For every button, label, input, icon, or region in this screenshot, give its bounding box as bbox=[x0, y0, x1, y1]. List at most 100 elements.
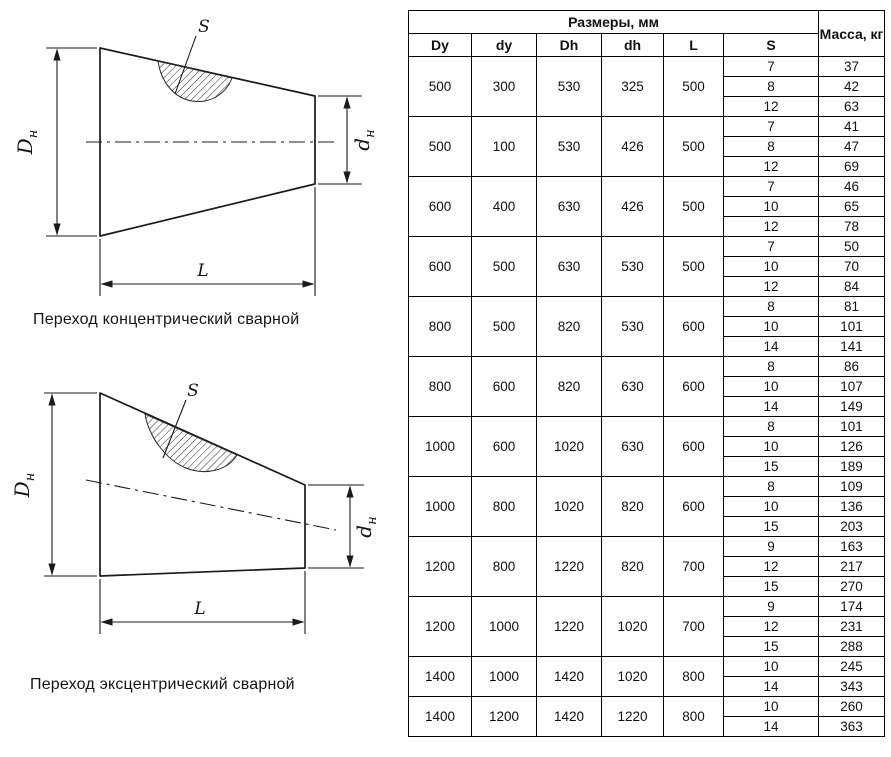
cell-Dh: 1420 bbox=[536, 696, 602, 737]
dimension-D-outer bbox=[46, 47, 97, 237]
cell-L: 500 bbox=[663, 56, 724, 117]
cell-Dy: 1200 bbox=[408, 596, 472, 657]
cell-dh: 1020 bbox=[601, 656, 664, 697]
cell-dy: 500 bbox=[471, 296, 537, 357]
cell-dy: 1000 bbox=[471, 596, 537, 657]
cell-mass: 81 bbox=[818, 296, 885, 317]
dim-label-d-outer: dн bbox=[350, 129, 378, 150]
cell-Dh: 630 bbox=[536, 176, 602, 237]
cell-S: 7 bbox=[723, 236, 819, 257]
cell-S: 7 bbox=[723, 56, 819, 77]
cell-Dy: 500 bbox=[408, 116, 472, 177]
cell-mass: 47 bbox=[818, 136, 885, 157]
cell-Dy: 800 bbox=[408, 296, 472, 357]
cell-Dh: 1420 bbox=[536, 656, 602, 697]
col-header-dh: dh bbox=[601, 33, 664, 57]
cell-S: 8 bbox=[723, 356, 819, 377]
cell-mass: 149 bbox=[818, 396, 885, 417]
cell-mass: 101 bbox=[818, 416, 885, 437]
dim-label-D-outer: Dн bbox=[13, 130, 41, 156]
cell-dh: 630 bbox=[601, 416, 664, 477]
dimension-d-outer bbox=[318, 95, 362, 185]
cell-S: 14 bbox=[723, 336, 819, 357]
concentric-reducer-drawing: Dн dн L S bbox=[13, 17, 378, 296]
cell-dh: 1020 bbox=[601, 596, 664, 657]
cell-mass: 78 bbox=[818, 216, 885, 237]
cell-mass: 136 bbox=[818, 496, 885, 517]
cell-mass: 63 bbox=[818, 96, 885, 117]
cell-mass: 107 bbox=[818, 376, 885, 397]
cell-dy: 300 bbox=[471, 56, 537, 117]
cell-S: 10 bbox=[723, 436, 819, 457]
cell-L: 500 bbox=[663, 176, 724, 237]
cell-S: 10 bbox=[723, 496, 819, 517]
cell-mass: 288 bbox=[818, 636, 885, 657]
col-header-Dh: Dh bbox=[536, 33, 602, 57]
cell-mass: 363 bbox=[818, 716, 885, 737]
cell-L: 600 bbox=[663, 296, 724, 357]
cell-S: 15 bbox=[723, 456, 819, 477]
cell-S: 8 bbox=[723, 416, 819, 437]
cell-S: 14 bbox=[723, 396, 819, 417]
cell-L: 500 bbox=[663, 236, 724, 297]
cell-mass: 84 bbox=[818, 276, 885, 297]
cell-mass: 231 bbox=[818, 616, 885, 637]
col-header-S: S bbox=[723, 33, 819, 57]
cell-Dh: 820 bbox=[536, 296, 602, 357]
cell-mass: 50 bbox=[818, 236, 885, 257]
cell-L: 800 bbox=[663, 696, 724, 737]
col-header-L: L bbox=[663, 33, 724, 57]
cell-dh: 426 bbox=[601, 176, 664, 237]
centerline bbox=[85, 479, 337, 531]
cell-dy: 100 bbox=[471, 116, 537, 177]
cell-Dh: 1020 bbox=[536, 476, 602, 537]
table-title: Размеры, мм bbox=[408, 10, 819, 34]
cell-S: 10 bbox=[723, 196, 819, 217]
cell-S: 9 bbox=[723, 596, 819, 617]
dim-label-thickness: S bbox=[198, 17, 210, 37]
cell-mass: 46 bbox=[818, 176, 885, 197]
cell-S: 12 bbox=[723, 96, 819, 117]
eccentric-reducer-drawing: Dн dн L S bbox=[10, 381, 380, 634]
cell-dh: 820 bbox=[601, 536, 664, 597]
cell-S: 7 bbox=[723, 176, 819, 197]
cell-S: 8 bbox=[723, 76, 819, 97]
cell-Dy: 1000 bbox=[408, 416, 472, 477]
dimension-d-outer bbox=[308, 484, 364, 569]
cell-mass: 41 bbox=[818, 116, 885, 137]
cell-S: 12 bbox=[723, 556, 819, 577]
cell-S: 9 bbox=[723, 536, 819, 557]
cell-dy: 800 bbox=[471, 536, 537, 597]
cell-mass: 65 bbox=[818, 196, 885, 217]
cell-dh: 530 bbox=[601, 296, 664, 357]
cell-L: 700 bbox=[663, 536, 724, 597]
cell-mass: 203 bbox=[818, 516, 885, 537]
cell-S: 15 bbox=[723, 516, 819, 537]
cell-L: 500 bbox=[663, 116, 724, 177]
cell-S: 12 bbox=[723, 156, 819, 177]
col-header-dy: dy bbox=[471, 33, 537, 57]
dim-label-length: L bbox=[196, 261, 208, 281]
thickness-leader-line bbox=[174, 35, 197, 95]
wall-section-hatch bbox=[157, 60, 233, 103]
dim-label-length: L bbox=[193, 599, 205, 619]
cell-L: 600 bbox=[663, 356, 724, 417]
cell-mass: 70 bbox=[818, 256, 885, 277]
cell-mass: 189 bbox=[818, 456, 885, 477]
cell-Dy: 600 bbox=[408, 176, 472, 237]
